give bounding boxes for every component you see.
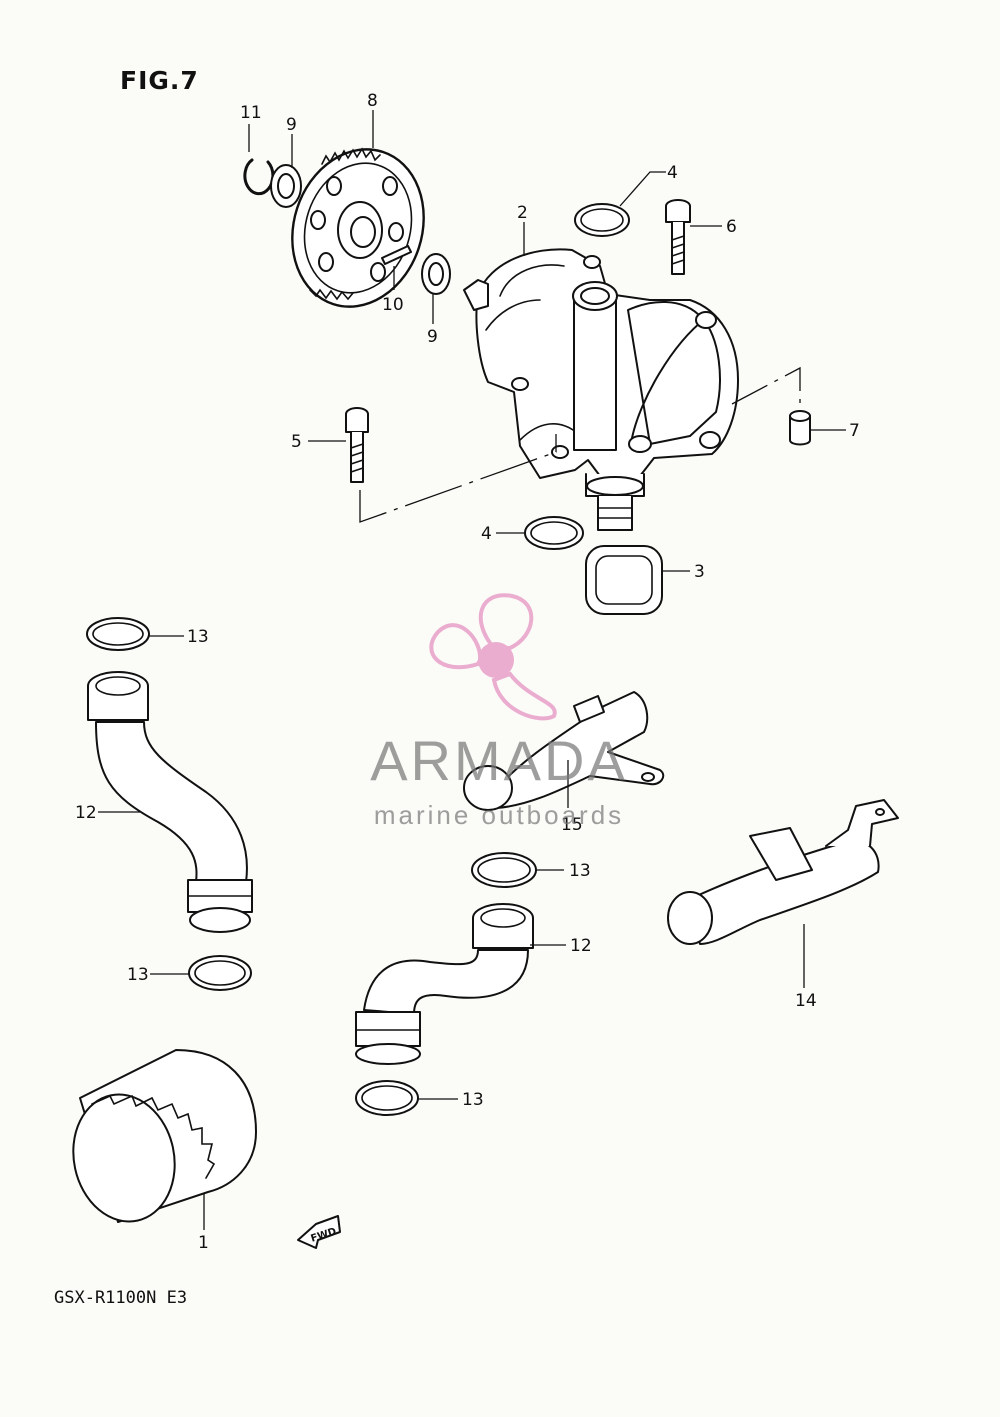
gasket-part bbox=[585, 545, 663, 615]
oil-filter-part bbox=[72, 1049, 257, 1223]
callout-number: 3 bbox=[694, 562, 705, 582]
callout-number: 1 bbox=[198, 1233, 209, 1253]
dowel-pin-part bbox=[789, 410, 811, 446]
washer-part bbox=[421, 253, 451, 295]
callout-number: 14 bbox=[795, 991, 817, 1011]
callout-number: 9 bbox=[427, 327, 438, 347]
o-ring-part bbox=[574, 203, 630, 237]
oil-pipe-part bbox=[87, 671, 253, 933]
o-ring-part bbox=[471, 852, 537, 888]
oil-return-pipe-part bbox=[667, 799, 899, 945]
callout-number: 6 bbox=[726, 217, 737, 237]
callout-number: 4 bbox=[667, 163, 678, 183]
oil-pump-body-part bbox=[463, 248, 739, 531]
oil-pipe-part bbox=[355, 903, 534, 1065]
callout-number: 13 bbox=[187, 627, 209, 647]
callout-number: 5 bbox=[291, 432, 302, 452]
circlip-part bbox=[243, 158, 275, 196]
o-ring-part bbox=[355, 1080, 419, 1116]
callout-number: 13 bbox=[462, 1090, 484, 1110]
bolt-part bbox=[665, 199, 691, 275]
callout-number: 9 bbox=[286, 115, 297, 135]
pin-part bbox=[381, 245, 412, 265]
watermark-tagline: marine outboards bbox=[373, 800, 625, 830]
figure-title: FIG.7 bbox=[120, 66, 199, 95]
assembly-alignment-lines bbox=[359, 366, 801, 523]
o-ring-part bbox=[188, 955, 252, 991]
callout-number: 8 bbox=[367, 91, 378, 111]
callout-number: 13 bbox=[569, 861, 591, 881]
callout-number: 12 bbox=[75, 803, 97, 823]
propeller-logo bbox=[429, 593, 557, 721]
o-ring-part bbox=[524, 516, 584, 550]
callout-number: 11 bbox=[240, 103, 262, 123]
callout-leaders bbox=[98, 110, 846, 1230]
fwd-arrow-icon: FWD bbox=[297, 1215, 341, 1249]
callout-numbers: 11 9 8 4 6 2 10 9 5 7 4 3 13 12 15 13 12… bbox=[75, 91, 860, 1253]
oil-pump-gear-part bbox=[291, 147, 425, 308]
callout-number: 7 bbox=[849, 421, 860, 441]
callout-number: 12 bbox=[570, 936, 592, 956]
bolt-part bbox=[345, 407, 369, 483]
callout-number: 2 bbox=[517, 203, 528, 223]
callout-number: 13 bbox=[127, 965, 149, 985]
callout-number: 10 bbox=[382, 295, 404, 315]
callout-number: 4 bbox=[481, 524, 492, 544]
watermark-brand: ARMADA bbox=[370, 729, 628, 792]
strainer-pipe-part bbox=[463, 691, 665, 811]
callout-number: 15 bbox=[561, 815, 583, 835]
o-ring-part bbox=[86, 617, 150, 651]
washer-part bbox=[270, 164, 302, 208]
model-code: GSX-R1100N E3 bbox=[54, 1288, 188, 1308]
